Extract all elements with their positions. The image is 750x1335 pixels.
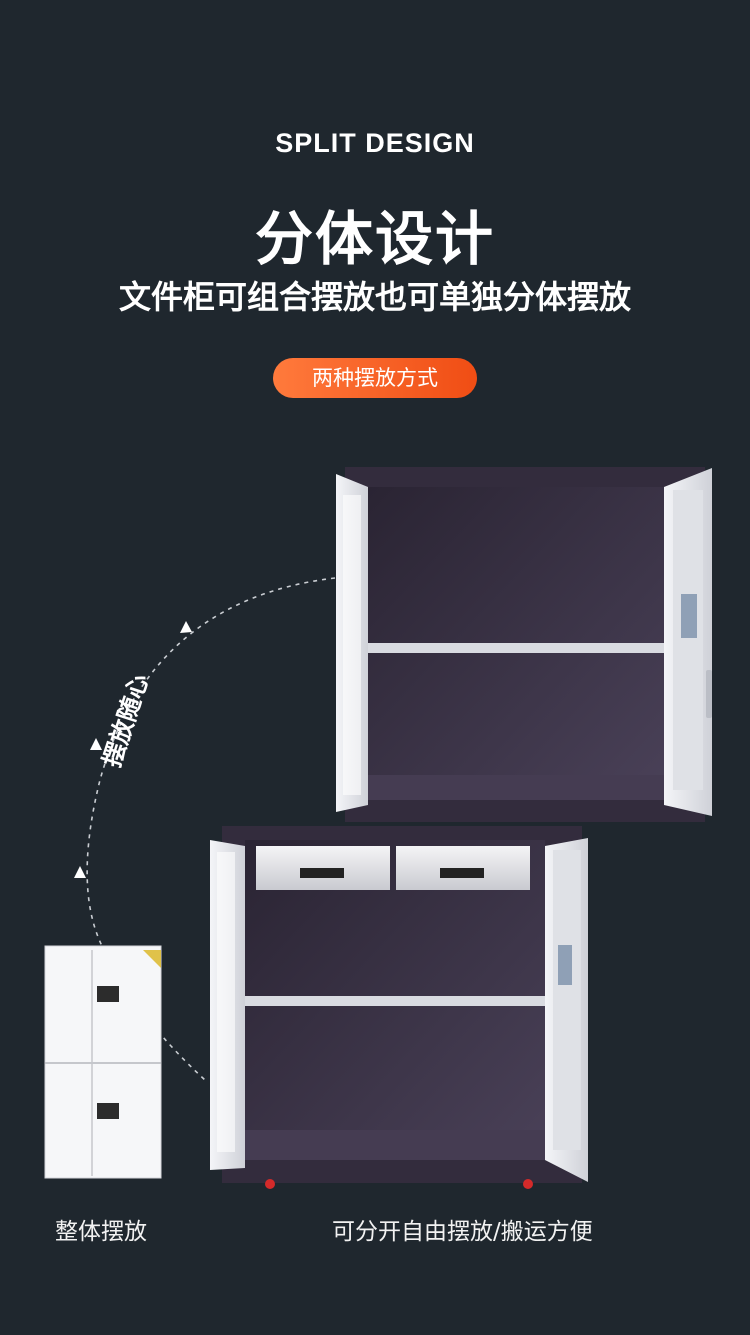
arc-arrow-low bbox=[74, 866, 86, 878]
arc-arrow-top bbox=[180, 621, 192, 633]
arc-path bbox=[86, 577, 336, 1081]
arc-arrow-mid bbox=[90, 738, 102, 750]
page-title: 分体设计 bbox=[254, 205, 495, 273]
caption-separate: 可分开自由摆放/搬运方便 bbox=[332, 1219, 593, 1245]
lower-cabinet bbox=[210, 826, 588, 1189]
page-subtitle: 文件柜可组合摆放也可单独分体摆放 bbox=[118, 278, 631, 316]
placement-modes-badge: 两种摆放方式 bbox=[273, 358, 477, 398]
eyebrow-text: SPLIT DESIGN bbox=[275, 128, 475, 158]
upper-cabinet bbox=[336, 467, 712, 822]
caption-combined: 整体摆放 bbox=[55, 1219, 147, 1245]
combined-cabinet bbox=[44, 945, 162, 1179]
